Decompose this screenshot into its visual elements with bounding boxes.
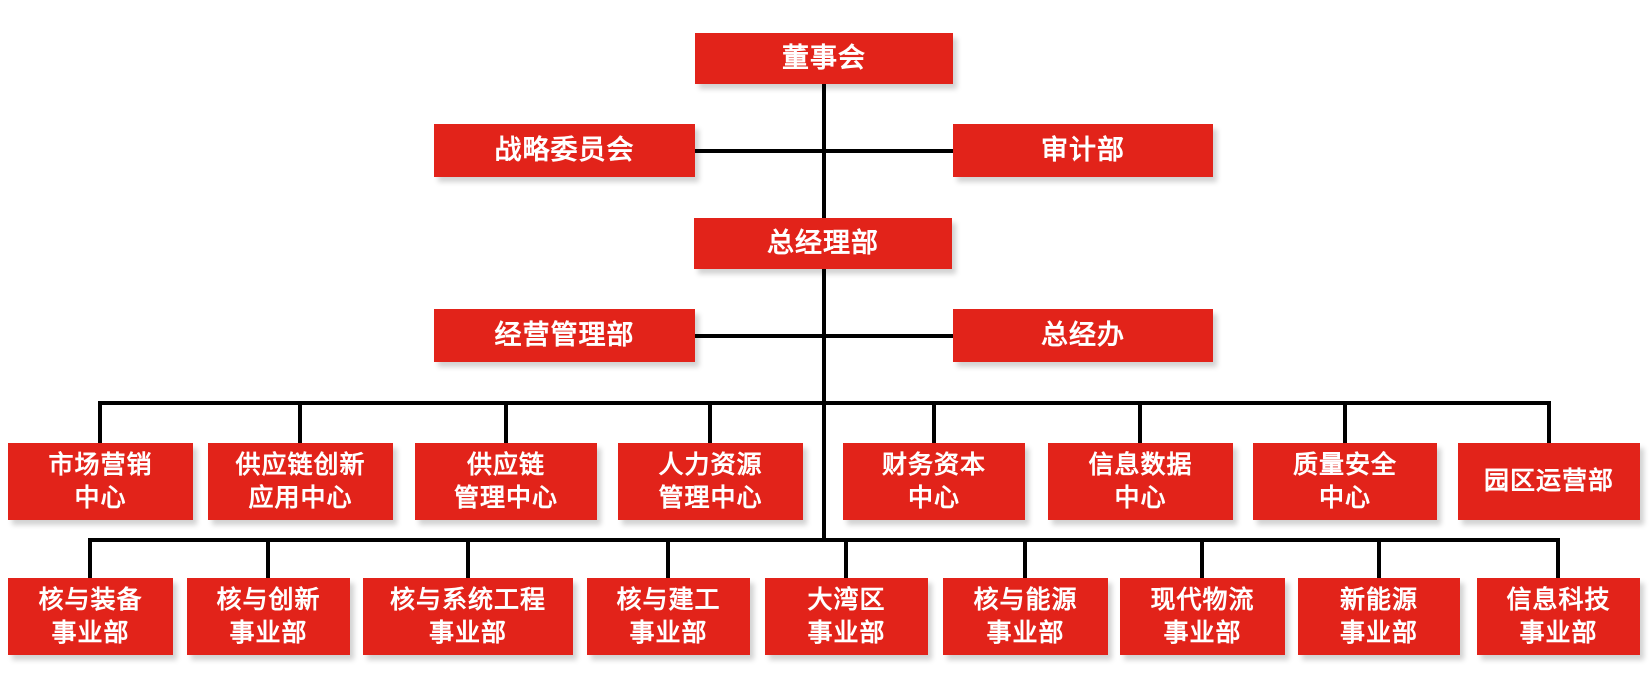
node-board-of-directors: 董事会 (695, 33, 953, 84)
connector-drop (932, 401, 936, 445)
connector-drop (1023, 538, 1027, 580)
node-general-manager-dept: 总经理部 (694, 218, 952, 269)
connector-bus-divisions (88, 538, 1560, 542)
node-supply-chain-innovation-center: 供应链创新 应用中心 (208, 443, 393, 520)
node-new-energy-div: 新能源 事业部 (1298, 578, 1460, 655)
connector-drop (708, 401, 712, 445)
node-quality-safety-center: 质量安全 中心 (1253, 443, 1437, 520)
connector-drop (666, 538, 670, 580)
node-hr-mgmt-center: 人力资源 管理中心 (618, 443, 803, 520)
connector-drop (1138, 401, 1142, 445)
connector-bus-centers (98, 401, 1551, 405)
connector-drop (504, 401, 508, 445)
node-nuclear-systems-engineering-div: 核与系统工程 事业部 (363, 578, 573, 655)
connector-drop (1556, 538, 1560, 580)
connector-drop (88, 538, 92, 580)
node-info-data-center: 信息数据 中心 (1048, 443, 1233, 520)
node-info-tech-div: 信息科技 事业部 (1477, 578, 1640, 655)
connector-drop (1547, 401, 1551, 445)
node-nuclear-innovation-div: 核与创新 事业部 (187, 578, 350, 655)
connector-trunk (822, 84, 826, 542)
connector-drop (298, 401, 302, 445)
node-strategy-committee: 战略委员会 (434, 124, 695, 177)
connector-drop (1377, 538, 1381, 580)
node-nuclear-construction-div: 核与建工 事业部 (587, 578, 750, 655)
connector-drop (266, 538, 270, 580)
node-marketing-center: 市场营销 中心 (8, 443, 193, 520)
node-supply-chain-mgmt-center: 供应链 管理中心 (415, 443, 597, 520)
node-nuclear-energy-div: 核与能源 事业部 (943, 578, 1108, 655)
node-nuclear-equipment-div: 核与装备 事业部 (8, 578, 173, 655)
node-greater-bay-area-div: 大湾区 事业部 (765, 578, 928, 655)
connector-drop (466, 538, 470, 580)
connector-row2 (693, 149, 955, 153)
connector-drop (844, 538, 848, 580)
node-audit-dept: 审计部 (953, 124, 1213, 177)
connector-drop (1343, 401, 1347, 445)
node-finance-capital-center: 财务资本 中心 (843, 443, 1025, 520)
connector-row4 (693, 334, 955, 338)
node-modern-logistics-div: 现代物流 事业部 (1120, 578, 1285, 655)
connector-drop (98, 401, 102, 445)
node-park-operations-dept: 园区运营部 (1458, 443, 1640, 520)
node-gm-office: 总经办 (953, 309, 1213, 362)
connector-drop (1200, 538, 1204, 580)
node-operations-mgmt-dept: 经营管理部 (434, 309, 695, 362)
